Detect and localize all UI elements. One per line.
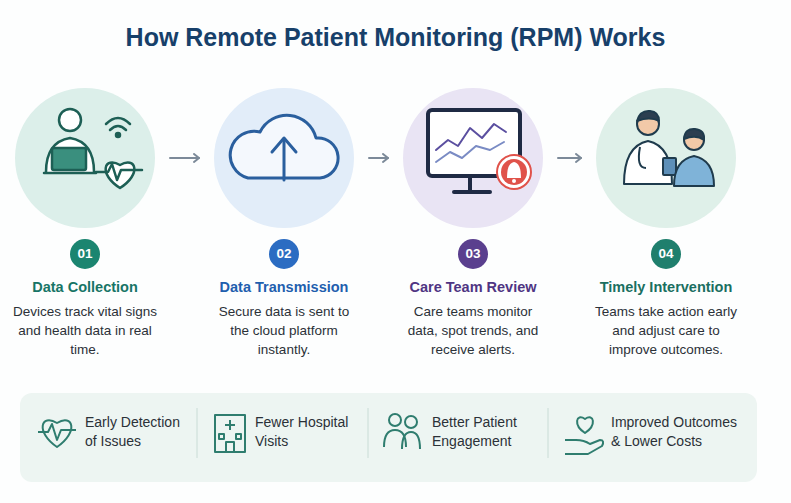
step-heading: Timely Intervention	[600, 278, 733, 296]
doctor-patient-icon	[624, 111, 714, 186]
hand-heart-icon	[565, 417, 603, 454]
hospital-icon	[215, 415, 245, 452]
benefit-text: Better Patient Engagement	[432, 413, 536, 451]
step-heading: Care Team Review	[409, 278, 536, 296]
step-circle	[403, 88, 543, 228]
heart-pulse-icon	[38, 420, 76, 447]
cloud-upload-icon	[230, 115, 338, 180]
benefit-text: Early Detection of Issues	[85, 413, 189, 451]
step-description: Devices track vital signs and health dat…	[11, 302, 159, 359]
step-node: 03Care Team ReviewCare teams monitor dat…	[388, 88, 558, 359]
step-number: 02	[269, 239, 299, 269]
patient-device-icon	[44, 109, 142, 188]
step-circle	[596, 88, 736, 228]
step-heading: Data Transmission	[220, 278, 349, 296]
benefit-text: Improved Outcomes & Lower Costs	[611, 413, 745, 451]
monitor-alert-icon	[428, 110, 531, 192]
step-number: 03	[458, 239, 488, 269]
benefit-item: Fewer Hospital Visits	[255, 413, 359, 451]
benefit-item: Early Detection of Issues	[85, 413, 189, 451]
benefit-item: Improved Outcomes & Lower Costs	[611, 413, 745, 451]
step-description: Teams take action early and adjust care …	[592, 302, 740, 359]
step-node: 01Data CollectionDevices track vital sig…	[0, 88, 170, 359]
benefit-item: Better Patient Engagement	[432, 413, 536, 451]
step-description: Secure data is sent to the cloud platfor…	[210, 302, 358, 359]
flow-arrow	[558, 157, 581, 159]
diagram-title: How Remote Patient Monitoring (RPM) Work…	[0, 20, 791, 54]
step-number: 04	[651, 239, 681, 269]
step-description: Care teams monitor data, spot trends, an…	[399, 302, 547, 359]
flow-arrow	[369, 157, 388, 159]
step-node: 02Data TransmissionSecure data is sent t…	[199, 88, 369, 359]
step-circle	[214, 88, 354, 228]
band-separator	[197, 408, 548, 458]
benefits-band	[20, 393, 757, 482]
step-number: 01	[70, 239, 100, 269]
people-icon	[384, 414, 420, 449]
step-circle	[15, 88, 155, 228]
benefit-text: Fewer Hospital Visits	[255, 413, 359, 451]
flow-arrow	[170, 157, 199, 159]
step-heading: Data Collection	[32, 278, 138, 296]
step-node: 04Timely InterventionTeams take action e…	[581, 88, 751, 359]
